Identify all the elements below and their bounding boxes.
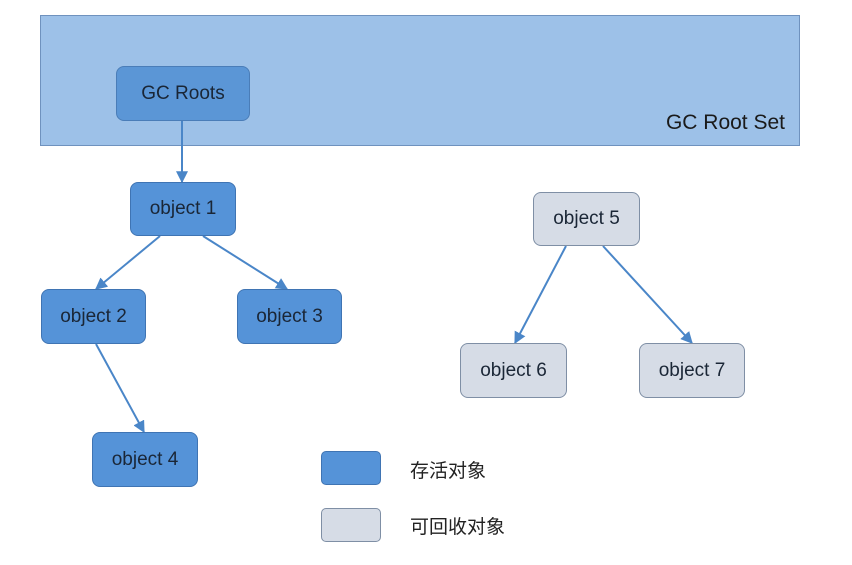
- node-object-6: object 6: [460, 343, 567, 398]
- edge-object2-object4: [95, 343, 145, 434]
- node-gc-roots: GC Roots: [116, 66, 250, 121]
- node-gc-roots-label: GC Roots: [141, 82, 225, 104]
- node-object-1-label: object 1: [149, 198, 217, 219]
- edge-object5-object7: [602, 245, 693, 344]
- node-object-1: object 1: [130, 182, 236, 236]
- legend-swatch-live: [321, 451, 381, 485]
- node-object-4-label: object 4: [111, 448, 179, 470]
- edge-object5-object6: [514, 245, 567, 345]
- gc-root-set-label: GC Root Set: [665, 111, 785, 134]
- node-object-4: object 4: [92, 432, 198, 487]
- edge-object1-object2: [95, 235, 161, 290]
- node-object-3-label: object 3: [256, 305, 323, 327]
- legend-label-live: 存活对象: [410, 460, 487, 482]
- node-object-2-label: object 2: [60, 305, 127, 327]
- legend-swatch-collectable: [321, 508, 381, 542]
- node-object-7: object 7: [639, 343, 745, 398]
- node-object-6-label: object 6: [480, 359, 547, 381]
- legend-label-collectable: 可回收对象: [410, 516, 506, 538]
- edge-object1-object3: [202, 235, 289, 290]
- node-object-5: object 5: [533, 192, 640, 246]
- node-object-7-label: object 7: [658, 359, 726, 381]
- node-object-2: object 2: [41, 289, 146, 344]
- node-object-5-label: object 5: [553, 208, 620, 229]
- node-object-3: object 3: [237, 289, 342, 344]
